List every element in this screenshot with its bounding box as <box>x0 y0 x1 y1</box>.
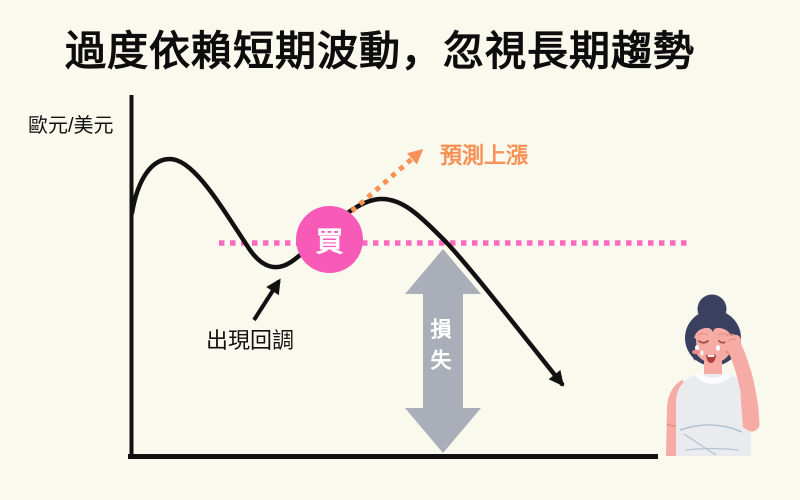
price-curve <box>129 156 565 387</box>
y-axis-label: 歐元/美元 <box>28 115 114 137</box>
correction-label: 出現回調 <box>206 328 295 353</box>
loss-label: 損失 <box>428 318 451 380</box>
crying-woman-illustration <box>666 294 760 456</box>
forecast-label: 預測上漲 <box>440 143 529 168</box>
correction-arrow <box>252 278 281 322</box>
buy-badge-label: 買 <box>315 225 344 257</box>
page-title: 過度依賴短期波動，忽視長期趨勢 <box>65 28 695 74</box>
loss-double-arrow <box>405 249 481 453</box>
buy-badge: 買 <box>296 206 363 273</box>
forecast-arrow <box>350 149 424 213</box>
